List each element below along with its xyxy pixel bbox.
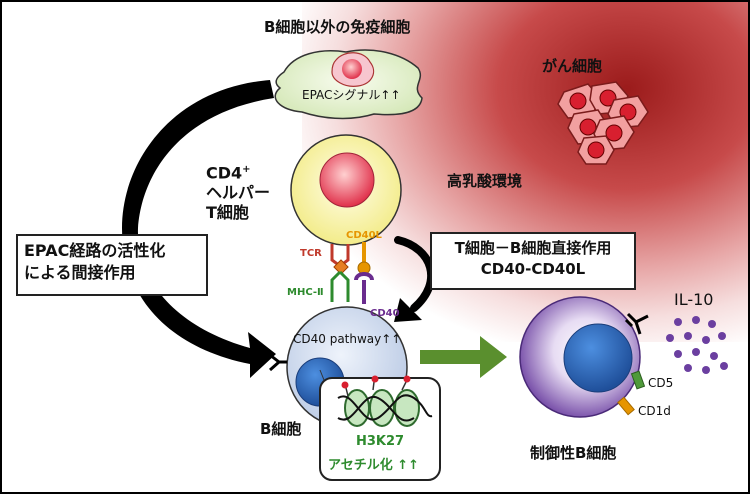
- indirect-action-arrow: [122, 80, 276, 378]
- cd4-text: CD4: [206, 163, 243, 183]
- indirect-action-line2: による間接作用: [24, 263, 136, 282]
- indirect-action-line1: EPAC経路の活性化: [24, 241, 166, 260]
- il10-label: IL-10: [674, 290, 714, 309]
- epac-signal-label: EPACシグナル↑↑: [302, 88, 401, 102]
- direct-action-arrow: [394, 236, 436, 322]
- nucleosome-icon: [337, 375, 433, 427]
- tcr-mhc-complex: [330, 244, 350, 302]
- cd40l-cd40-complex: [354, 242, 374, 304]
- b-cell-label: B細胞: [260, 420, 302, 438]
- cd40-label: CD40: [370, 308, 400, 319]
- indirect-action-box: EPAC経路の活性化 による間接作用: [16, 234, 208, 296]
- mhc-label: MHC-Ⅱ: [287, 287, 324, 298]
- other-immune-cells-title: B細胞以外の免疫細胞: [264, 18, 411, 36]
- tcr-label: TCR: [300, 248, 322, 259]
- direct-action-line2: CD40-CD40L: [480, 260, 586, 278]
- cd40-pathway-label: CD40 pathway↑↑: [293, 332, 402, 346]
- regulatory-b-cell-label: 制御性B細胞: [530, 444, 617, 462]
- regulatory-b-cell: [519, 296, 646, 418]
- lactate-environment-label: 高乳酸環境: [447, 172, 523, 190]
- zoom-line: [319, 369, 325, 381]
- helper-text: ヘルパー: [206, 183, 271, 203]
- h3k27-label: H3K27: [356, 434, 405, 449]
- cd1d-label: CD1d: [638, 404, 671, 418]
- cd40l-label: CD40L: [346, 230, 382, 241]
- cancer-cells-label: がん細胞: [542, 57, 603, 75]
- other-immune-cell: [274, 49, 423, 120]
- differentiation-arrow: [420, 336, 507, 378]
- acetylation-label: アセチル化 ↑↑: [328, 458, 420, 473]
- il10-molecules: [666, 316, 728, 374]
- direct-action-line1: T細胞－B細胞直接作用: [454, 239, 612, 257]
- cd4-superscript: +: [242, 164, 251, 175]
- chromatin-callout: [319, 375, 441, 481]
- cd4-t-cell: [290, 134, 402, 246]
- t-cell-text: T細胞: [206, 203, 249, 223]
- antibody-icon: [269, 353, 287, 372]
- direct-action-box: T細胞－B細胞直接作用 CD40-CD40L: [430, 232, 636, 290]
- cd5-label: CD5: [648, 376, 674, 390]
- cancer-cell-cluster: [557, 81, 649, 165]
- antibody-icon: [624, 312, 649, 335]
- cd4-t-cell-label: CD4+ ヘルパー T細胞: [206, 160, 270, 223]
